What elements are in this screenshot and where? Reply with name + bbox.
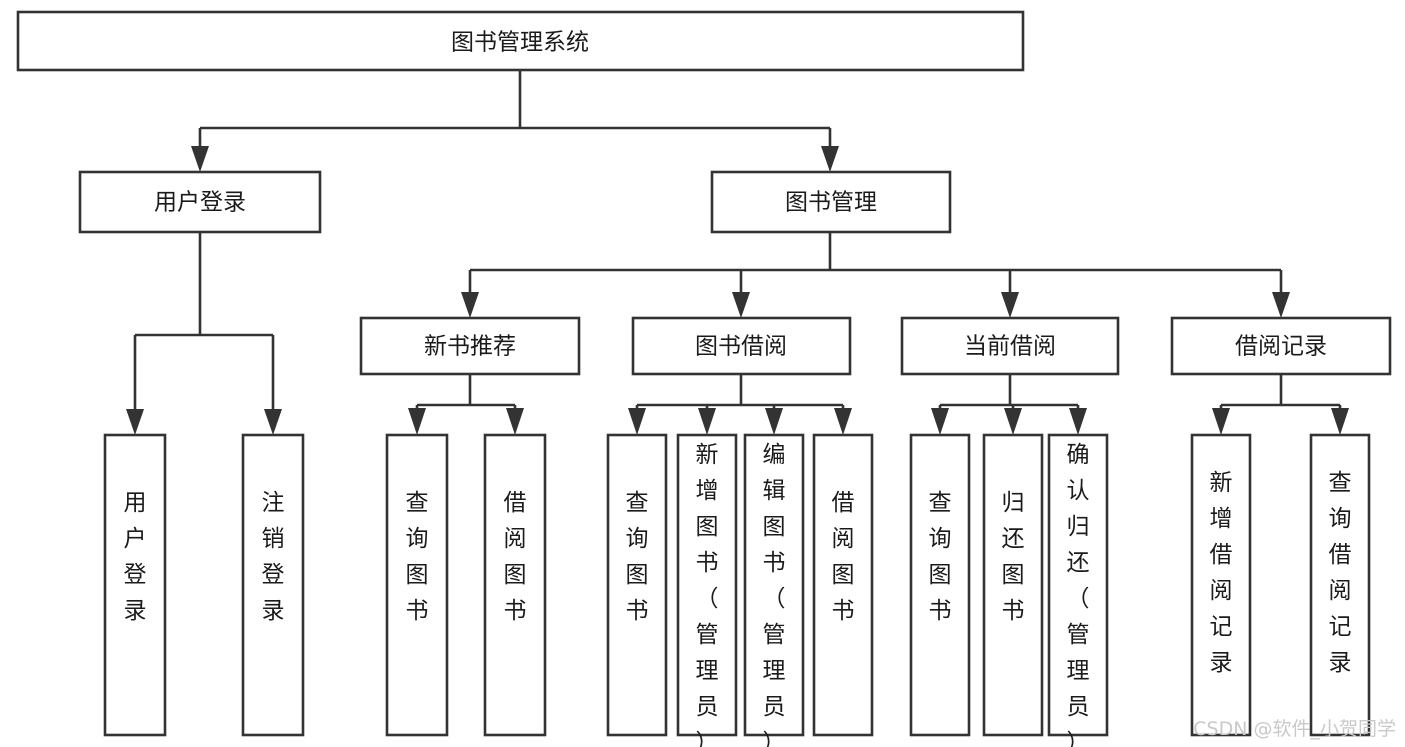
leaf-query-book-borrow-box[interactable] (606, 433, 668, 737)
leaf-logout[interactable]: 注销登录 (241, 433, 305, 737)
arrow-head-icon (506, 408, 524, 435)
leaf-add-borrow-record[interactable]: 新增借阅记录 (1190, 433, 1252, 737)
node-root[interactable]: 图书管理系统 (16, 10, 1025, 72)
arrow-head-icon (1212, 408, 1230, 435)
leaf-edit-book-admin-box[interactable] (743, 433, 805, 737)
leaf-edit-book-admin[interactable]: 编辑图书（管理员） (743, 433, 805, 747)
leaf-query-book-recommend[interactable]: 查询图书 (385, 433, 449, 737)
arrow-head-icon (628, 408, 646, 435)
node-borrow-record-box[interactable] (1170, 316, 1392, 376)
leaf-user-login-box[interactable] (103, 433, 167, 737)
node-new-book-recommend-label: 新书推荐 (424, 334, 516, 360)
leaf-query-borrow-record-box[interactable] (1309, 433, 1371, 737)
leaf-query-book-current-box[interactable] (909, 433, 971, 737)
leaf-edit-book-admin-label: 编辑图书（管理员） (763, 442, 786, 747)
node-user-login-box[interactable] (78, 170, 322, 234)
leaf-user-login[interactable]: 用户登录 (103, 433, 167, 737)
leaf-add-borrow-record-box[interactable] (1190, 433, 1252, 737)
leaf-return-book-label: 归还图书 (1002, 490, 1025, 624)
arrow-head-icon (931, 408, 949, 435)
node-borrow-record[interactable]: 借阅记录 (1170, 316, 1392, 376)
arrow-head-icon (1331, 408, 1349, 435)
arrow-head-icon (1272, 292, 1290, 318)
leaf-borrow-book-recommend[interactable]: 借阅图书 (483, 433, 547, 737)
arrow-head-icon (1069, 408, 1087, 435)
node-borrow-record-label: 借阅记录 (1235, 334, 1327, 360)
leaf-query-book-borrow-label: 查询图书 (626, 490, 649, 624)
leaf-logout-label: 注销登录 (262, 490, 285, 624)
leaf-borrow-book-label: 借阅图书 (832, 490, 855, 624)
arrow-head-icon (461, 292, 479, 318)
leaf-add-book-admin[interactable]: 新增图书（管理员） (676, 433, 738, 747)
leaf-query-book-recommend-label: 查询图书 (406, 490, 429, 624)
node-new-book-recommend[interactable]: 新书推荐 (359, 316, 581, 376)
leaf-borrow-book-box[interactable] (812, 433, 874, 737)
leaf-query-book-current-label: 查询图书 (929, 490, 952, 624)
leaf-borrow-book-recommend-label: 借阅图书 (504, 490, 527, 624)
arrow-head-icon (1004, 408, 1022, 435)
node-user-login[interactable]: 用户登录 (78, 170, 322, 234)
node-book-borrow-label: 图书借阅 (695, 334, 787, 360)
leaf-query-borrow-record-label: 查询借阅记录 (1329, 470, 1352, 676)
leaf-query-book-recommend-box[interactable] (385, 433, 449, 737)
arrow-head-icon (821, 146, 839, 172)
leaf-return-book-box[interactable] (982, 433, 1044, 737)
node-user-login-label: 用户登录 (154, 190, 246, 216)
arrow-head-icon (1001, 292, 1019, 318)
leaf-confirm-return-admin-label: 确认归还（管理员） (1067, 442, 1090, 747)
node-current-borrow-label: 当前借阅 (964, 334, 1056, 360)
node-book-management-label: 图书管理 (785, 190, 877, 216)
node-book-management-box[interactable] (710, 170, 952, 234)
arrow-head-icon (264, 409, 282, 435)
arrow-head-icon (698, 408, 716, 435)
arrow-head-icon (732, 292, 750, 318)
node-root-label: 图书管理系统 (451, 30, 589, 56)
node-root-box[interactable] (16, 10, 1025, 72)
arrow-head-icon (191, 146, 209, 172)
leaf-add-borrow-record-label: 新增借阅记录 (1210, 470, 1233, 676)
connector-layer (126, 70, 1349, 435)
arrow-head-icon (765, 408, 783, 435)
leaf-add-book-admin-box[interactable] (676, 433, 738, 737)
leaf-query-book-borrow[interactable]: 查询图书 (606, 433, 668, 737)
leaf-user-login-label: 用户登录 (124, 490, 147, 624)
leaf-logout-box[interactable] (241, 433, 305, 737)
leaf-add-book-admin-label: 新增图书（管理员） (696, 442, 719, 747)
arrow-head-icon (126, 409, 144, 435)
arrow-head-icon (834, 408, 852, 435)
leaf-query-borrow-record[interactable]: 查询借阅记录 (1309, 433, 1371, 737)
arrow-head-icon (408, 408, 426, 435)
node-current-borrow[interactable]: 当前借阅 (900, 316, 1120, 376)
node-current-borrow-box[interactable] (900, 316, 1120, 376)
node-book-management[interactable]: 图书管理 (710, 170, 952, 234)
watermark-label: CSDN @软件_小贺同学 (1193, 718, 1396, 740)
leaf-confirm-return-admin[interactable]: 确认归还（管理员） (1047, 433, 1109, 747)
leaf-confirm-return-admin-box[interactable] (1047, 433, 1109, 737)
leaf-query-book-current[interactable]: 查询图书 (909, 433, 971, 737)
node-book-borrow[interactable]: 图书借阅 (631, 316, 852, 376)
leaf-return-book[interactable]: 归还图书 (982, 433, 1044, 737)
node-new-book-recommend-box[interactable] (359, 316, 581, 376)
leaf-borrow-book[interactable]: 借阅图书 (812, 433, 874, 737)
node-book-borrow-box[interactable] (631, 316, 852, 376)
leaf-borrow-book-recommend-box[interactable] (483, 433, 547, 737)
